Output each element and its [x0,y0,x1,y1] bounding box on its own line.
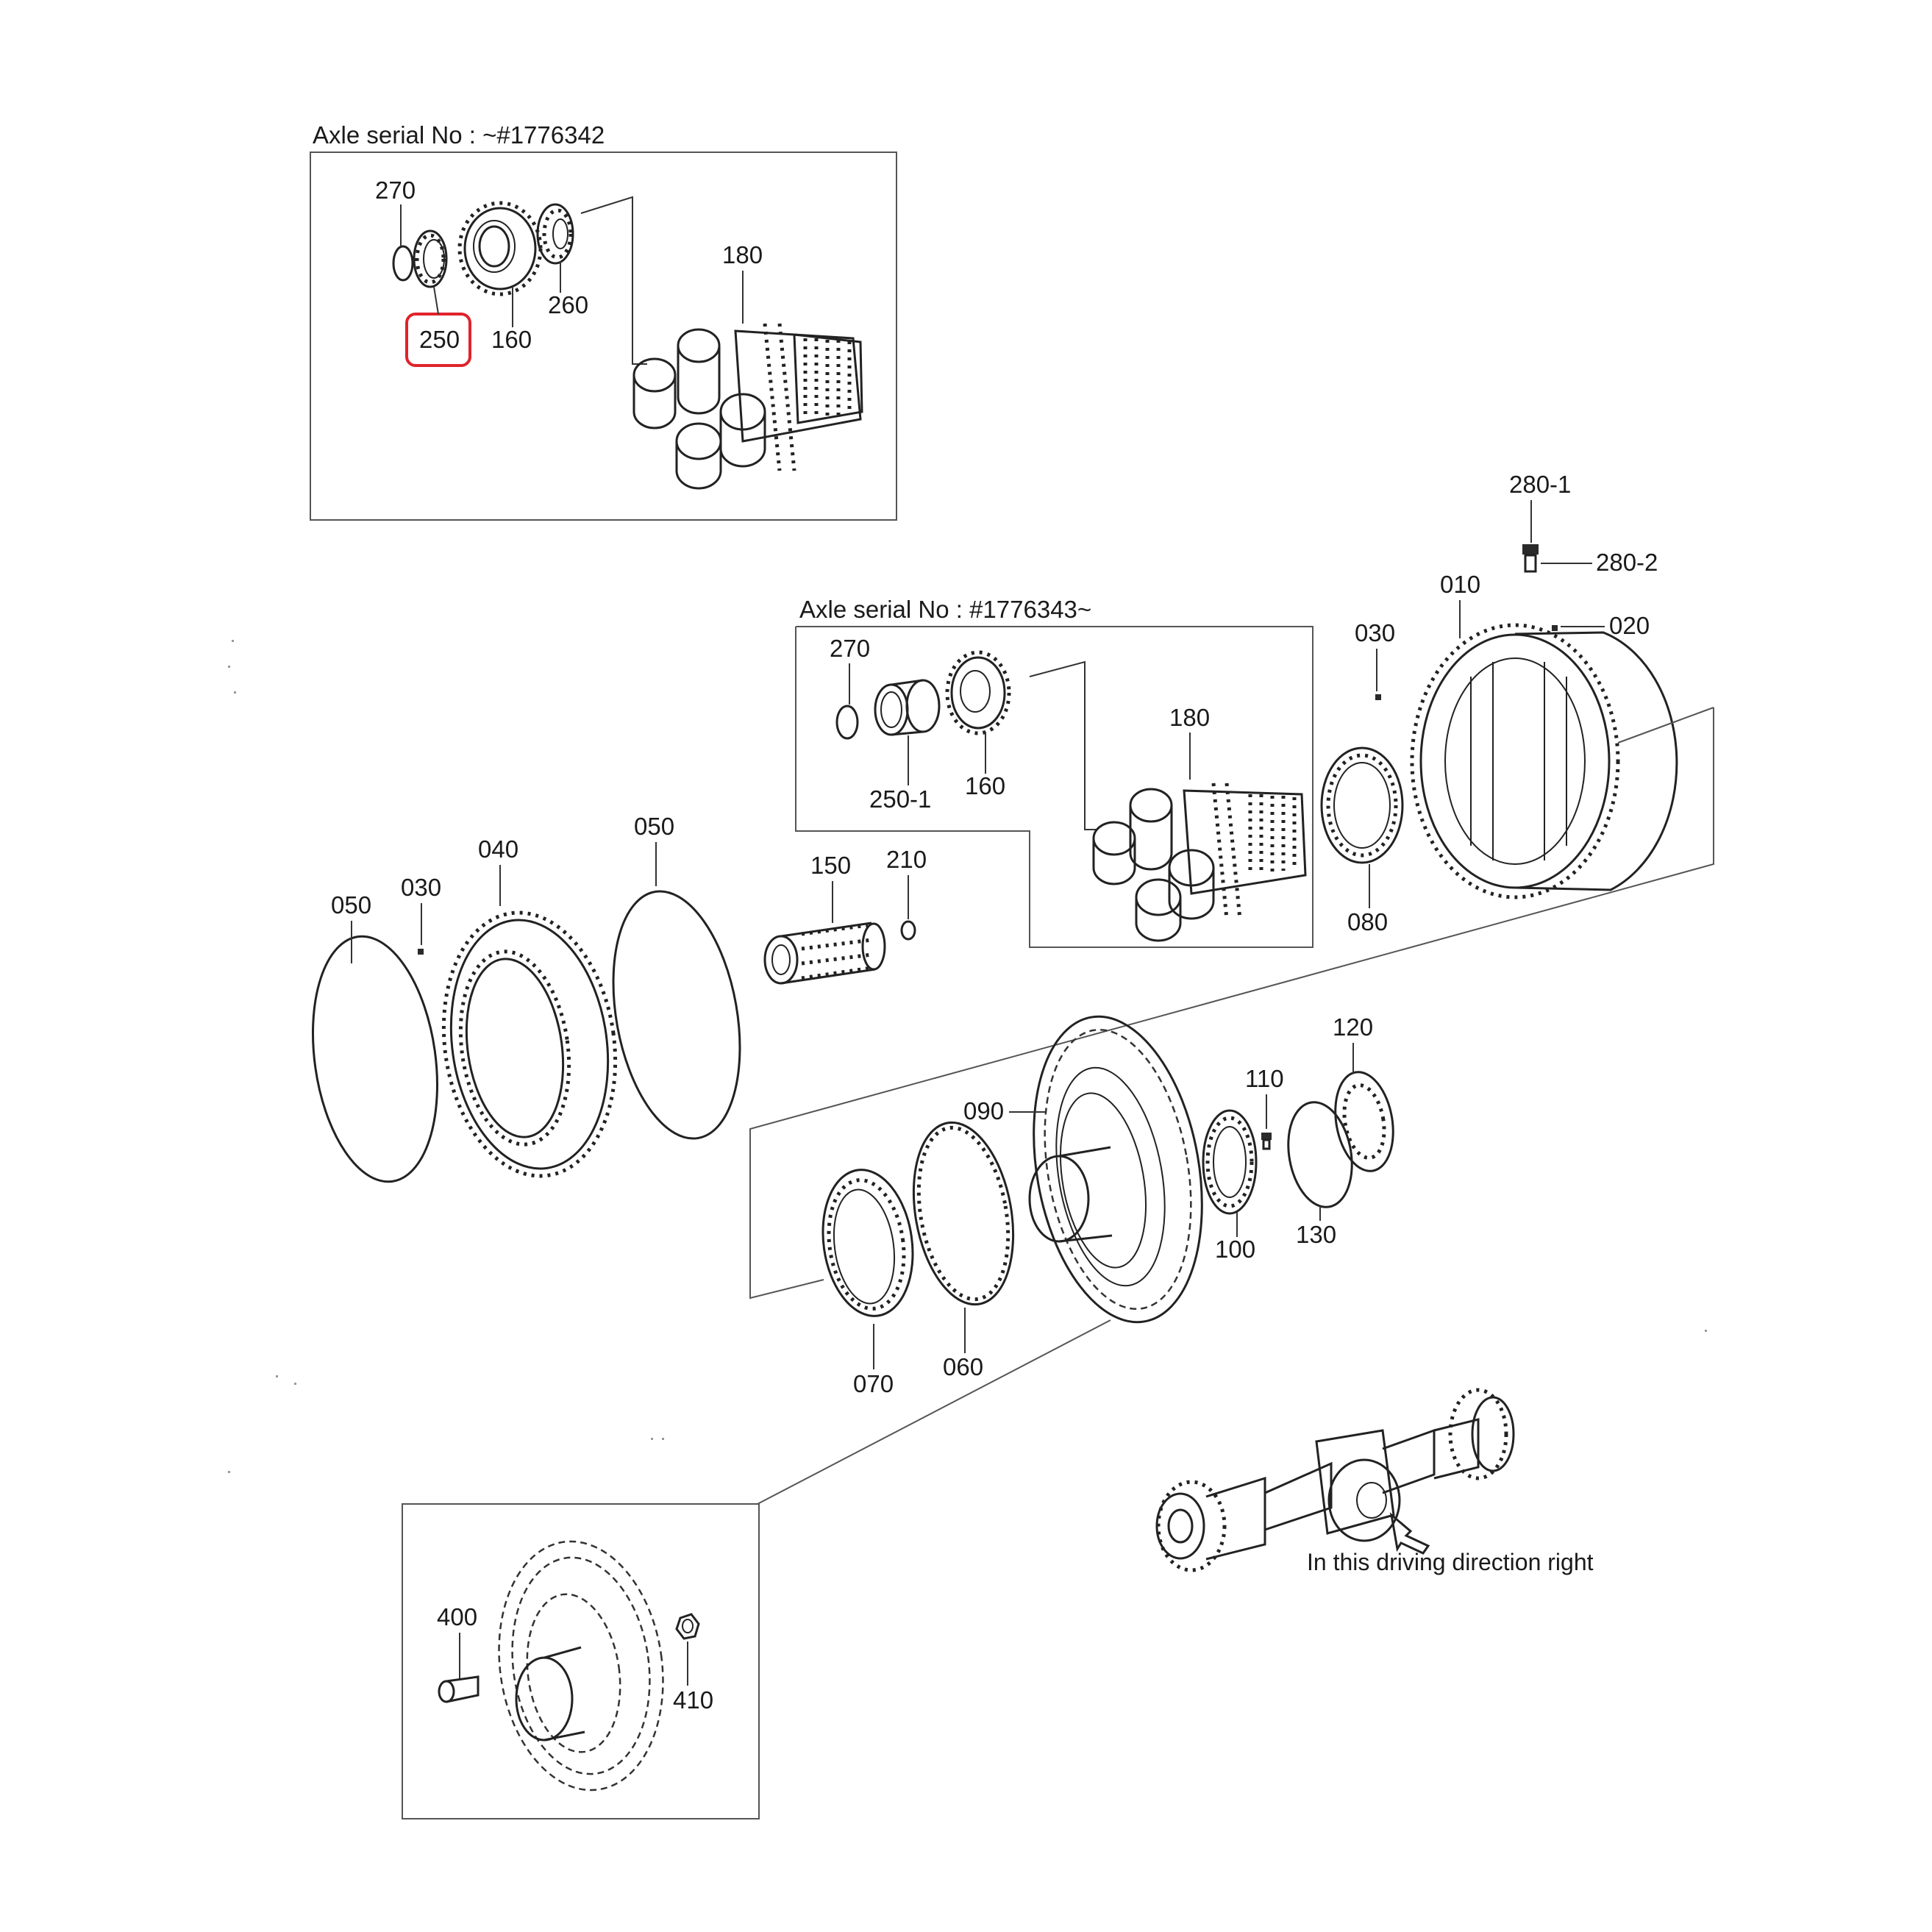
label-180-b: 180 [1169,704,1210,731]
label-010: 010 [1440,571,1480,598]
label-260: 260 [548,291,588,318]
label-400: 400 [437,1603,477,1630]
label-160-b: 160 [965,772,1005,799]
washer-120[interactable] [1328,1067,1400,1175]
planet-carrier-180-b[interactable] [1092,783,1307,942]
bearing-260[interactable] [536,203,574,265]
middle-inset-link-line [1029,660,1096,830]
label-020: 020 [1609,612,1650,639]
bearing-250[interactable] [413,229,448,288]
pin-110[interactable] [1261,1133,1272,1150]
label-210: 210 [886,846,927,873]
gear-160-b[interactable] [945,650,1011,735]
wheel-hub-090[interactable] [1011,1003,1225,1336]
snap-ring-270-b[interactable] [835,705,859,740]
label-120: 120 [1333,1013,1373,1041]
label-110: 110 [1245,1065,1284,1092]
label-160: 160 [491,326,532,353]
hub-detail-dashed [498,1540,664,1792]
pin-030-a[interactable] [1375,694,1381,700]
o-ring-050-a[interactable] [298,928,452,1190]
bearing-070[interactable] [814,1164,922,1322]
assembly-link-top [1617,707,1714,744]
housing-010[interactable] [1410,623,1678,899]
label-180-top: 180 [722,241,763,268]
bushing-250-1[interactable] [874,679,941,736]
planet-carrier-180[interactable] [632,323,863,490]
label-270-b: 270 [830,635,870,662]
label-090: 090 [963,1097,1004,1124]
top-inset-title: Axle serial No : ~#1776342 [313,121,605,149]
wheel-stud-400[interactable] [438,1675,480,1703]
gear-160[interactable] [457,201,543,296]
bottom-inset-link-line [757,1319,1111,1505]
bottom-inset: 400 410 [402,1503,760,1819]
label-030-b: 030 [401,874,441,901]
sun-shaft-150[interactable] [763,922,886,985]
label-270: 270 [375,177,416,204]
top-inset-link-line [580,196,647,365]
label-030-a: 030 [1355,619,1395,646]
label-040: 040 [478,835,518,863]
o-ring-050-b[interactable] [596,881,758,1148]
label-280-2: 280-2 [1596,549,1658,576]
label-050-a: 050 [331,891,371,919]
ring-gear-040[interactable] [427,902,632,1188]
label-250-1: 250-1 [869,785,931,813]
label-250[interactable]: 250 [419,326,460,353]
snap-ring-130[interactable] [1280,1097,1360,1212]
label-100: 100 [1215,1236,1255,1263]
driving-direction-arrow [1389,1512,1430,1555]
bearing-080[interactable] [1320,746,1404,864]
top-inset-frame [310,152,897,521]
bottom-inset-frame [402,1503,760,1819]
middle-inset: Axle serial No : #1776343~ [795,596,1313,948]
leader-250 [433,286,439,315]
label-150: 150 [810,852,851,879]
snap-ring-270[interactable] [392,245,414,282]
thrust-washer-210[interactable] [900,920,916,941]
wheel-nut-410[interactable] [675,1613,700,1640]
label-410: 410 [673,1686,713,1714]
label-070: 070 [853,1370,894,1397]
axle-caption: In this driving direction right [1307,1549,1594,1575]
middle-inset-frame [795,626,1313,948]
label-130: 130 [1296,1221,1336,1248]
label-080: 080 [1347,908,1388,935]
label-050-b: 050 [634,813,674,840]
seal-060[interactable] [900,1115,1026,1313]
axle-illustration [1155,1388,1515,1572]
axle-overview: In this driving direction right [1155,1388,1594,1575]
pin-030-b[interactable] [418,949,424,955]
plug-280[interactable] [1522,544,1539,573]
scan-artifacts [228,640,1707,1473]
middle-inset-title: Axle serial No : #1776343~ [799,596,1091,623]
bolt-020[interactable] [1552,625,1558,631]
bearing-100[interactable] [1202,1109,1258,1215]
label-280-1: 280-1 [1509,471,1571,498]
main-assembly: 280-1 280-2 010 020 030 080 [298,471,1714,1505]
assembly-link-frame [749,707,1714,1300]
top-inset: Axle serial No : ~#1776342 [310,121,897,521]
label-060: 060 [943,1353,983,1380]
